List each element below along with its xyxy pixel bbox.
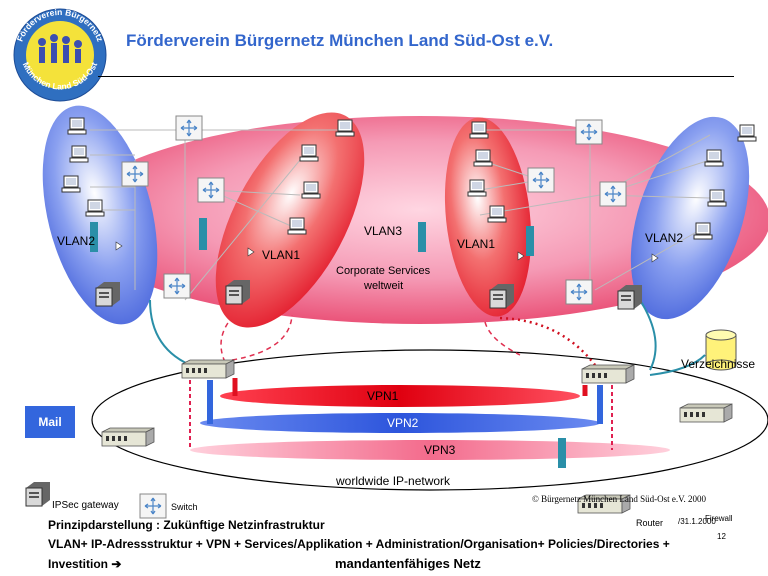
label-vlan1-left: VLAN1 — [262, 248, 301, 262]
ip-network-ring — [91, 349, 768, 491]
copyright-notice: © Bürgernetz München Land Süd-Ost e.V. 2… — [532, 494, 706, 504]
directory-database-icon — [705, 329, 737, 371]
legend-router-label: Router — [636, 518, 664, 528]
mail-label: Mail — [38, 415, 62, 429]
label-worldwide-ip-network: worldwide IP-network — [336, 474, 451, 488]
vlan1-right-ellipse — [444, 117, 532, 317]
legend-ipsec-icon — [25, 481, 51, 507]
label-verzeichnisse: Verzeichnisse — [681, 357, 756, 371]
vlan2-right-ellipse — [630, 116, 750, 320]
caption-line-4: mandantenfähiges Netz — [335, 556, 481, 571]
vpn3-band — [190, 440, 670, 460]
logo-badge: Förderverein Bürgernetz München Land Süd… — [13, 7, 107, 102]
vpn1-band — [220, 385, 580, 407]
title-divider — [98, 76, 734, 77]
label-weltweit: weltweit — [364, 280, 404, 292]
caption-line-1: Prinzipdarstellung : Zukünftige Netzinfr… — [48, 518, 325, 532]
vpn2-band — [200, 413, 600, 433]
mail-server-box: Mail — [25, 406, 75, 438]
label-vlan1-right: VLAN1 — [457, 237, 496, 251]
label-vlan3: VLAN3 — [364, 224, 403, 238]
page-title: Förderverein Bürgernetz München Land Süd… — [126, 31, 554, 50]
label-vlan2-left: VLAN2 — [57, 234, 96, 248]
legend-firewall-label: Firewall — [705, 514, 733, 523]
label-vpn3: VPN3 — [424, 443, 456, 457]
label-vpn2: VPN2 — [387, 416, 419, 430]
firewall-icon — [90, 218, 566, 468]
legend-ipsec-label: IPSec gateway — [52, 500, 119, 511]
legend-switch-label: Switch — [171, 502, 198, 512]
caption-line-3: Investition ➔ — [48, 557, 122, 571]
caption-line-2: VLAN+ IP-Adressstruktur + VPN + Services… — [48, 537, 670, 551]
page-number: 12 — [717, 532, 726, 541]
label-corporate-services: Corporate Services — [336, 265, 431, 277]
date-reference: /31.1.2000 — [678, 517, 716, 526]
label-vlan2-right: VLAN2 — [645, 231, 684, 245]
label-vpn1: VPN1 — [367, 389, 399, 403]
legend-switch-icon — [139, 493, 167, 519]
